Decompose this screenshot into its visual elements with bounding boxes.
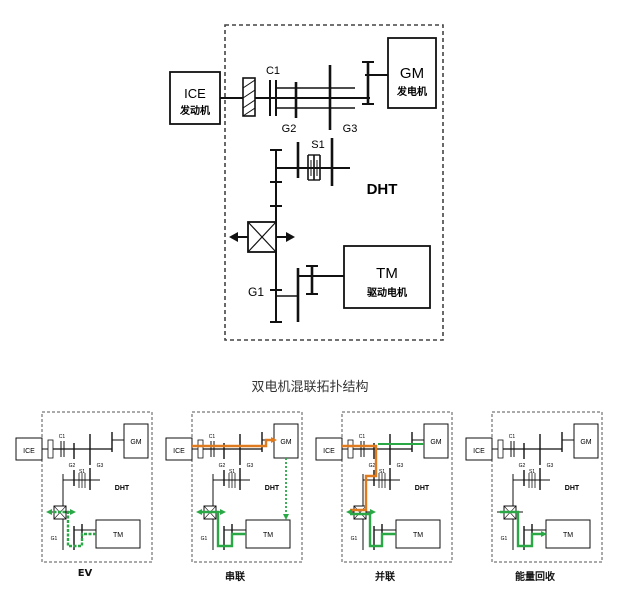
svg-text:G3: G3 <box>247 463 254 469</box>
regen-path <box>500 510 542 548</box>
svg-text:G2: G2 <box>219 463 226 469</box>
series-arrow-gm-icon <box>271 437 277 443</box>
svg-text:ICE: ICE <box>23 448 35 455</box>
diagram-caption: 双电机混联拓扑结构 <box>251 380 369 395</box>
svg-text:S1: S1 <box>379 469 385 475</box>
mode-ev-diagram: ICE C1 G2 G3 GM S1 <box>15 411 153 563</box>
svg-text:DHT: DHT <box>415 485 430 492</box>
series-drive-path <box>200 510 246 548</box>
svg-text:C1: C1 <box>59 434 66 440</box>
mode-panels: ICE C1 G2 G3 GM S1 <box>12 410 608 586</box>
svg-text:TM: TM <box>563 532 573 539</box>
svg-text:S1: S1 <box>529 469 535 475</box>
svg-text:G1: G1 <box>201 536 208 542</box>
svg-text:ICE: ICE <box>173 448 185 455</box>
s1-label: S1 <box>311 139 324 151</box>
mode-panel-ev: ICE C1 G2 G3 GM S1 <box>12 410 158 586</box>
svg-text:G1: G1 <box>351 536 358 542</box>
mode-panel-series: ICE C1 G2 G3 GM S1 <box>162 410 308 586</box>
main-topology-diagram: ICE 发动机 C1 G2 G3 GM 发电机 <box>169 24 444 341</box>
svg-text:G3: G3 <box>397 463 404 469</box>
mini-topology: ICE C1 G2 G3 GM S1 <box>165 411 303 563</box>
svg-text:G2: G2 <box>369 463 376 469</box>
mode-label-ev: EV <box>77 568 93 579</box>
ice-title: ICE <box>184 86 206 101</box>
svg-text:ICE: ICE <box>473 448 485 455</box>
mode-regen-diagram: ICE C1 G2 G3 GM S1 <box>465 411 603 563</box>
mode-label-parallel: 并联 <box>375 572 395 583</box>
mini-topology: ICE C1 G2 G3 GM S1 <box>15 411 153 563</box>
svg-text:C1: C1 <box>209 434 216 440</box>
regen-arrow-tm-icon <box>541 531 547 537</box>
ev-power-path <box>50 510 96 548</box>
g2-label: G2 <box>282 123 297 135</box>
wheel-arrow-left-icon <box>229 232 238 242</box>
svg-text:GM: GM <box>430 439 441 446</box>
wheel-arrow-right-icon <box>286 232 295 242</box>
mini-topology: ICE C1 G2 G3 GM S1 <box>315 411 453 563</box>
tm-box <box>343 245 431 309</box>
series-arrow-tm-icon <box>283 514 289 520</box>
svg-text:DHT: DHT <box>565 485 580 492</box>
svg-text:G3: G3 <box>97 463 104 469</box>
svg-text:S1: S1 <box>229 469 235 475</box>
ev-arrow-left-icon <box>46 509 52 515</box>
svg-text:G1: G1 <box>51 536 58 542</box>
svg-text:C1: C1 <box>359 434 366 440</box>
svg-text:TM: TM <box>263 532 273 539</box>
svg-text:G1: G1 <box>501 536 508 542</box>
dht-label: DHT <box>367 181 398 198</box>
svg-text:TM: TM <box>413 532 423 539</box>
svg-text:C1: C1 <box>509 434 516 440</box>
svg-text:GM: GM <box>280 439 291 446</box>
mode-parallel-diagram: ICE C1 G2 G3 GM S1 <box>315 411 453 563</box>
c1-label: C1 <box>266 65 280 77</box>
g3-label: G3 <box>343 123 358 135</box>
mini-topology: ICE C1 G2 G3 GM S1 <box>465 411 603 563</box>
tm-title: TM <box>376 265 398 282</box>
svg-text:GM: GM <box>580 439 591 446</box>
mode-label-series: 串联 <box>225 572 245 583</box>
ev-arrow-right-icon <box>70 509 76 515</box>
svg-text:TM: TM <box>113 532 123 539</box>
svg-text:G2: G2 <box>519 463 526 469</box>
svg-text:S1: S1 <box>79 469 85 475</box>
svg-text:ICE: ICE <box>323 448 335 455</box>
svg-text:DHT: DHT <box>115 485 130 492</box>
parallel-drive-path <box>350 512 396 548</box>
g1-label: G1 <box>248 285 264 299</box>
gm-title: GM <box>400 65 424 82</box>
parallel-engine-path <box>342 444 378 512</box>
svg-text:G3: G3 <box>547 463 554 469</box>
dht-enclosure <box>224 24 444 341</box>
mode-series-diagram: ICE C1 G2 G3 GM S1 <box>165 411 303 563</box>
mode-label-regen: 能量回收 <box>515 572 555 583</box>
series-engine-path <box>192 438 274 448</box>
ice-subtitle: 发动机 <box>179 104 210 117</box>
svg-text:GM: GM <box>130 439 141 446</box>
gm-box <box>387 37 437 109</box>
svg-text:DHT: DHT <box>265 485 280 492</box>
tm-subtitle: 驱动电机 <box>367 286 407 299</box>
gm-subtitle: 发电机 <box>396 85 427 98</box>
svg-text:G2: G2 <box>69 463 76 469</box>
ice-box <box>169 71 221 125</box>
mode-panel-regen: ICE C1 G2 G3 GM S1 <box>462 410 608 586</box>
mode-panel-parallel: ICE C1 G2 G3 GM S1 <box>312 410 458 586</box>
